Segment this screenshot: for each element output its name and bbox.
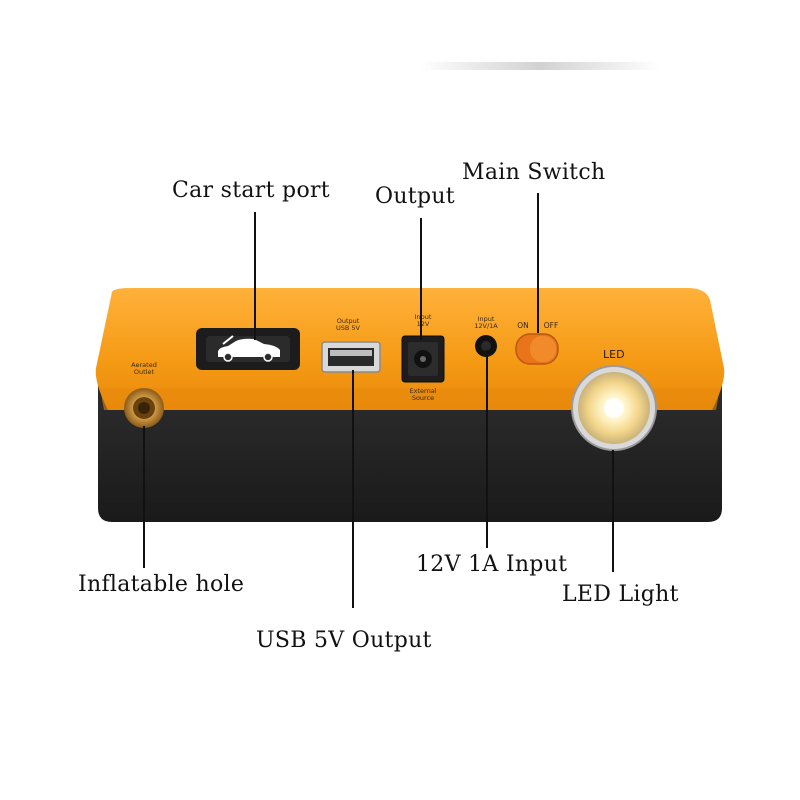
callout-car-start-port: Car start port — [172, 178, 330, 203]
led-label: LED — [603, 348, 625, 361]
callout-main-switch: Main Switch — [462, 160, 606, 185]
aerated-outlet-label: Aerated Outlet — [131, 361, 157, 376]
callout-output: Output — [375, 184, 455, 209]
dc-input-label: Input 12V/1A — [474, 315, 498, 330]
device-lower-body — [98, 376, 722, 522]
leader-usb-output — [352, 370, 354, 608]
jump-starter-device — [95, 288, 725, 522]
external-source-label: External Source — [409, 387, 437, 402]
callout-inflatable-hole: Inflatable hole — [78, 572, 245, 597]
usb-port-label: Output USB 5V — [336, 317, 360, 332]
callout-led-light: LED Light — [562, 582, 679, 607]
switch-on-label: ON — [517, 321, 529, 330]
callout-12v-1a-input: 12V 1A Input — [416, 552, 568, 577]
dc-output-label: Input 12V — [414, 313, 432, 328]
leader-main-switch — [537, 193, 539, 333]
leader-inflatable-hole — [143, 426, 145, 568]
switch-off-label: OFF — [543, 321, 559, 330]
leader-led-light — [612, 450, 614, 572]
leader-output — [420, 218, 422, 340]
background-shadow — [420, 62, 660, 70]
leader-car-start-port — [254, 212, 256, 340]
leader-12v-input — [486, 350, 488, 548]
callout-usb-5v-output: USB 5V Output — [256, 628, 432, 653]
car-icon — [218, 335, 280, 362]
